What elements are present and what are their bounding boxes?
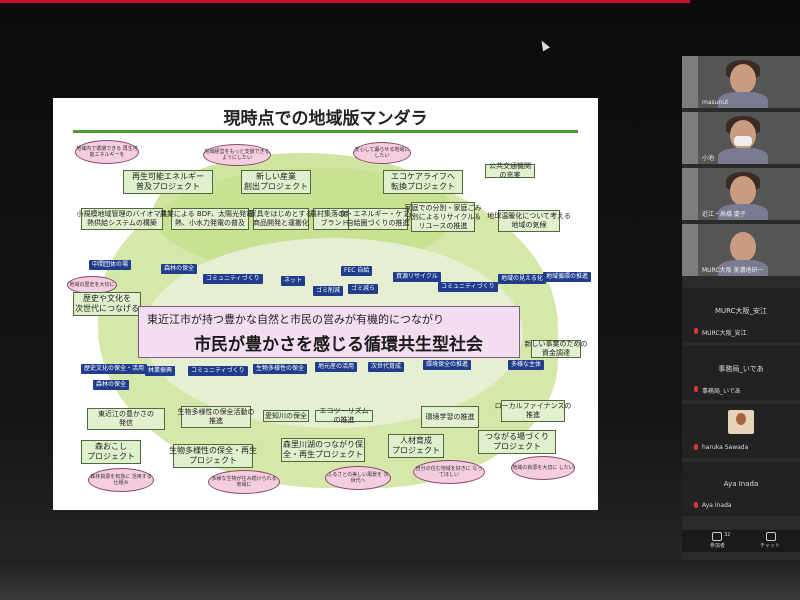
title-rule bbox=[73, 130, 578, 133]
participant-name: MURC大阪 美濃地研一 bbox=[702, 267, 764, 274]
comment-oval: 地域経営をもっと支援できる ようにしたい bbox=[203, 144, 271, 166]
action-box: 新しい事業のための 資金調達 bbox=[524, 340, 588, 358]
project-box: 歴史や文化を 次世代につなげる bbox=[73, 292, 141, 316]
keyword-label: ネット bbox=[281, 276, 306, 286]
project-box: 森おこし プロジェクト bbox=[81, 440, 141, 464]
slide-title-bar: 現時点での地域版マンダラ bbox=[53, 98, 598, 134]
action-box: 生物多様性の保全活動の 推進 bbox=[178, 406, 255, 428]
muted-mic-icon bbox=[694, 328, 698, 334]
participant-tile-label: MURC大阪_安江 bbox=[702, 330, 747, 337]
keyword-label: 次世代育成 bbox=[368, 362, 405, 372]
avatar bbox=[728, 410, 754, 434]
keyword-label: 中間団体の場 bbox=[89, 260, 132, 270]
participant-tile-label: Aya Inada bbox=[702, 502, 732, 509]
action-box: 環境学習の推進 bbox=[421, 406, 479, 428]
participant-video[interactable]: MURC大阪 美濃地研一 bbox=[682, 224, 800, 276]
participant-video[interactable]: masunut bbox=[682, 56, 800, 108]
central-message-box: 東近江市が持つ豊かな自然と市民の営みが有機的につながり 市民が豊かさを感じる循環… bbox=[138, 306, 520, 358]
keyword-label: ゴミ減ら bbox=[348, 284, 379, 294]
project-box: 再生可能エネルギー 普及プロジェクト bbox=[123, 170, 213, 194]
participant-name: masunut bbox=[702, 99, 729, 106]
keyword-label: コミュニティづくり bbox=[188, 366, 248, 376]
mouse-cursor-icon bbox=[538, 38, 550, 52]
participant-tile[interactable]: MURC大阪_安江 MURC大阪_安江 bbox=[682, 288, 800, 342]
slide-title: 現時点での地域版マンダラ bbox=[223, 109, 428, 129]
keyword-label: 多様な主体 bbox=[508, 360, 545, 370]
action-box: 家庭での分別・家庭ごみ 分別によるリサイクル＆ リユースの推進 bbox=[405, 202, 482, 232]
central-title: 市民が豊かさを感じる循環共生型社会 bbox=[194, 335, 483, 355]
participant-tile[interactable]: haruka Sawada bbox=[682, 404, 800, 458]
participant-video[interactable]: 近江・高橋 慶子 bbox=[682, 168, 800, 220]
project-box: 森里川湖のつながり保 全・再生プロジェクト bbox=[281, 438, 365, 462]
keyword-label: 森林の保全 bbox=[93, 380, 130, 390]
participant-tile-label: 事務局_いであ bbox=[702, 388, 741, 395]
participants-count: 32 bbox=[724, 532, 731, 538]
chat-button[interactable]: チャット bbox=[760, 543, 780, 549]
keyword-label: ゴミ削減 bbox=[313, 286, 344, 296]
action-box: 農業による BDF、太陽光発電・ 熱、小水力発電の普及 bbox=[160, 208, 260, 230]
keyword-label: 森林の保全 bbox=[161, 264, 198, 274]
action-box: 愛知川の保全 bbox=[263, 410, 309, 422]
action-box: 公共交通機関の充実 bbox=[485, 162, 535, 179]
central-subtitle: 東近江市が持つ豊かな自然と市民の営みが有機的につながり bbox=[147, 313, 444, 326]
keyword-label: 林業振興 bbox=[145, 366, 176, 376]
keyword-label: コミュニティづくり bbox=[438, 282, 498, 292]
comment-oval: ふるさとの美しい風景を 次世代へ bbox=[325, 466, 391, 490]
muted-mic-icon bbox=[694, 444, 698, 450]
monitor-bezel bbox=[0, 560, 800, 600]
action-box: エコツーリズムの推進 bbox=[315, 407, 373, 424]
comment-oval: 地域内で循環できる 再生可能エネルギーを bbox=[75, 140, 139, 164]
action-box: 地球温暖化について考える 地域の気候 bbox=[487, 210, 571, 232]
participant-panel: masunut 小池 近江・高橋 慶子 MURC大阪 美濃地研一 MURC大阪_… bbox=[682, 56, 800, 560]
keyword-label: 地元産の活用 bbox=[315, 362, 358, 372]
keyword-label: 資源リサイクル bbox=[393, 272, 441, 282]
action-box: 小規模地域管理のバイオマス 熱供給システムの構築 bbox=[77, 208, 168, 230]
keyword-label: 地域循環の推進 bbox=[543, 272, 592, 282]
participants-button[interactable]: 参加者 bbox=[710, 543, 726, 549]
participant-video[interactable]: 小池 bbox=[682, 112, 800, 164]
comment-oval: 地域の資源を大切に したい bbox=[511, 456, 575, 480]
participant-tile[interactable]: 事務局_いであ 事務局_いであ bbox=[682, 346, 800, 400]
participant-name: 小池 bbox=[702, 155, 715, 162]
participants-icon[interactable] bbox=[712, 532, 722, 541]
meeting-toolbar: 32 参加者 チャット bbox=[682, 530, 800, 552]
participant-tile[interactable]: Aya Inada Aya Inada bbox=[682, 462, 800, 516]
action-box: ローカルファイナンスの 推進 bbox=[495, 400, 571, 422]
comment-oval: 森林資源を有効に 活用する仕組み bbox=[88, 468, 154, 492]
project-box: 人材育成 プロジェクト bbox=[388, 434, 444, 458]
keyword-label: 地域の見える化 bbox=[498, 274, 546, 284]
participant-tile-name: MURC大阪_安江 bbox=[714, 307, 768, 315]
shared-slide: 現時点での地域版マンダラ 地域内で循環できる 再生可能エネルギーを 地域経営をも… bbox=[53, 98, 598, 510]
keyword-label: 生物多様性の保全 bbox=[253, 364, 308, 374]
action-box: 食・エネルギー・ケアの 自給圏づくりの推進 bbox=[340, 208, 417, 230]
participant-tile-name: Aya Inada bbox=[723, 480, 759, 488]
project-box: エコケアライフへ 転換プロジェクト bbox=[383, 170, 463, 194]
comment-oval: 自分の住む地域を好きに なってほしい bbox=[413, 460, 485, 484]
keyword-label: FEC 自給 bbox=[341, 266, 373, 276]
comment-oval: 多様な生物が住み続けられる 地域に bbox=[208, 470, 280, 494]
comment-oval: 安心して暮らせる地域に したい bbox=[353, 142, 411, 164]
project-box: 新しい産業 創出プロジェクト bbox=[241, 170, 311, 194]
action-box: 家具をはじめとする 商品開発と運搬化 bbox=[250, 208, 312, 230]
chat-icon[interactable] bbox=[766, 532, 776, 541]
zoom-window-edge bbox=[0, 0, 690, 3]
muted-mic-icon bbox=[694, 386, 698, 392]
project-box: 生物多様性の保全・再生 プロジェクト bbox=[169, 444, 257, 468]
keyword-label: 歴史文化の保全・活用 bbox=[81, 364, 148, 374]
keyword-label: コミュニティづくり bbox=[203, 274, 263, 284]
keyword-label: 環境保全の推進 bbox=[423, 360, 472, 370]
action-box: 東近江の豊かさの 発信 bbox=[87, 408, 165, 430]
participant-tile-label: haruka Sawada bbox=[702, 444, 749, 451]
muted-mic-icon bbox=[694, 502, 698, 508]
participant-name: 近江・高橋 慶子 bbox=[702, 211, 746, 218]
participant-tile-name: 事務局_いであ bbox=[718, 365, 764, 373]
project-box: つながる場づくり プロジェクト bbox=[478, 430, 556, 454]
